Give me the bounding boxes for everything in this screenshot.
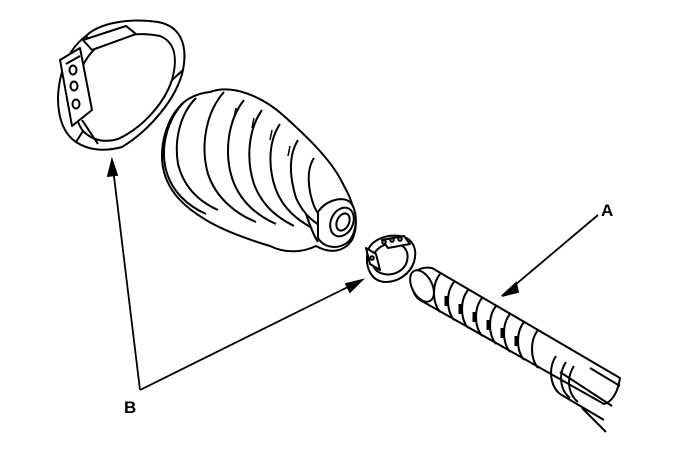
large-band-clamp: [58, 21, 184, 150]
arrowhead-b-small: [346, 280, 362, 292]
leader-a: [502, 215, 598, 296]
small-band-clamp: [366, 236, 415, 282]
arrowhead-b-large: [108, 160, 117, 176]
cv-boot: [162, 89, 358, 251]
callout-label-a: A: [601, 201, 614, 220]
leader-b-large: [112, 160, 140, 390]
leader-lines: [108, 160, 598, 390]
arrowhead-a: [502, 283, 518, 296]
callout-label-b: B: [124, 398, 137, 417]
driveshaft: [405, 266, 620, 432]
leader-b-small: [140, 280, 362, 390]
